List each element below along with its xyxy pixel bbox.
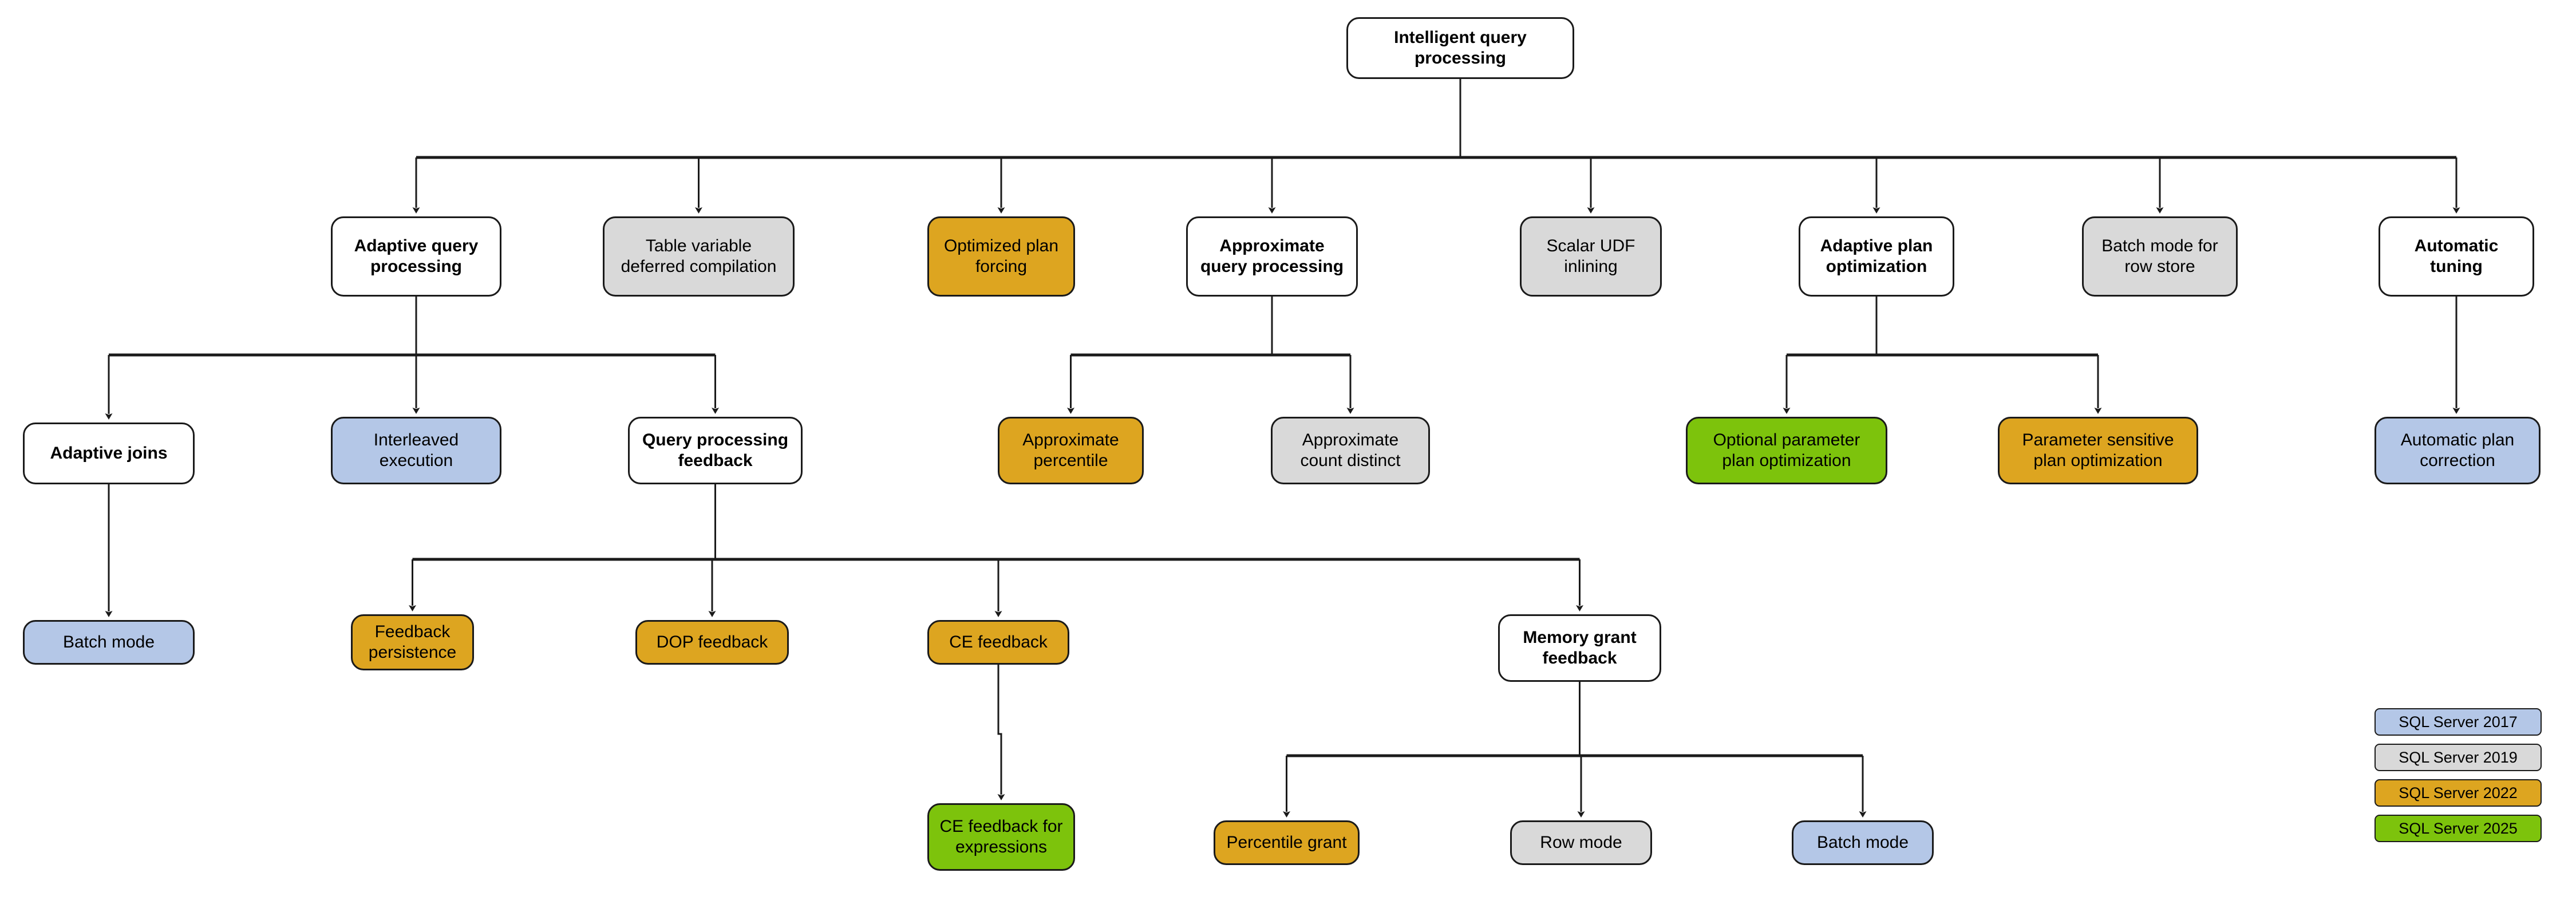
node-label: Table variable deferred compilation: [621, 236, 777, 276]
node-rowmode[interactable]: Row mode: [1510, 820, 1652, 865]
node-approxpct[interactable]: Approximate percentile: [998, 417, 1144, 484]
node-cefeedback[interactable]: CE feedback: [927, 620, 1069, 665]
node-label: Query processing feedback: [642, 431, 789, 470]
node-label: Interleaved execution: [373, 431, 459, 470]
legend-item-label: SQL Server 2019: [2399, 748, 2518, 766]
node-label: Approximate count distinct: [1300, 431, 1401, 470]
node-label: DOP feedback: [656, 633, 768, 652]
node-label: Memory grant feedback: [1523, 628, 1637, 668]
node-label: Optional parameter plan optimization: [1713, 431, 1860, 470]
node-root[interactable]: Intelligent query processing: [1346, 17, 1574, 79]
legend-item-sql-server-2017: SQL Server 2017: [2374, 708, 2542, 736]
node-label: CE feedback: [949, 633, 1048, 652]
node-batchmode1[interactable]: Batch mode: [23, 620, 195, 665]
node-percentilegrant[interactable]: Percentile grant: [1214, 820, 1360, 865]
node-label: Approximate query processing: [1200, 236, 1344, 276]
node-dopfeedback[interactable]: DOP feedback: [635, 620, 789, 665]
node-label: Optimized plan forcing: [943, 236, 1059, 276]
node-fbpersistence[interactable]: Feedback persistence: [351, 614, 474, 670]
node-label: Parameter sensitive plan optimization: [2022, 431, 2174, 470]
node-tvdc[interactable]: Table variable deferred compilation: [603, 216, 795, 297]
connector: [997, 665, 1005, 800]
node-bmrs[interactable]: Batch mode for row store: [2082, 216, 2238, 297]
legend-item-label: SQL Server 2025: [2399, 819, 2518, 837]
node-label: Approximate percentile: [1022, 431, 1119, 470]
node-label: Batch mode: [62, 633, 155, 652]
node-memgrant[interactable]: Memory grant feedback: [1498, 614, 1661, 682]
node-label: Batch mode: [1816, 833, 1909, 852]
node-apc[interactable]: Automatic plan correction: [2374, 417, 2541, 484]
node-opf[interactable]: Optimized plan forcing: [927, 216, 1075, 297]
node-label: Adaptive plan optimization: [1820, 236, 1933, 276]
legend-item-sql-server-2025: SQL Server 2025: [2374, 815, 2542, 842]
node-label: Intelligent query processing: [1394, 28, 1527, 68]
node-label: Batch mode for row store: [2101, 236, 2218, 276]
node-approxcount[interactable]: Approximate count distinct: [1271, 417, 1430, 484]
node-label: Automatic tuning: [2414, 236, 2499, 276]
node-label: Automatic plan correction: [2400, 431, 2515, 470]
node-autotune[interactable]: Automatic tuning: [2379, 216, 2534, 297]
node-interleaved[interactable]: Interleaved execution: [331, 417, 501, 484]
node-cefbexpr[interactable]: CE feedback for expressions: [927, 803, 1075, 871]
node-qpfeedback[interactable]: Query processing feedback: [628, 417, 803, 484]
node-adaptivejoins[interactable]: Adaptive joins: [23, 423, 195, 484]
node-label: Percentile grant: [1226, 833, 1347, 852]
legend-item-label: SQL Server 2017: [2399, 713, 2518, 731]
legend-item-sql-server-2019: SQL Server 2019: [2374, 744, 2542, 771]
node-apq[interactable]: Approximate query processing: [1186, 216, 1358, 297]
node-udf[interactable]: Scalar UDF inlining: [1520, 216, 1662, 297]
node-label: Adaptive joins: [50, 444, 168, 463]
node-label: Scalar UDF inlining: [1546, 236, 1635, 276]
node-label: Adaptive query processing: [354, 236, 479, 276]
node-batchmode2[interactable]: Batch mode: [1792, 820, 1934, 865]
node-label: Row mode: [1540, 833, 1622, 852]
legend-item-label: SQL Server 2022: [2399, 784, 2518, 802]
node-aqp[interactable]: Adaptive query processing: [331, 216, 501, 297]
legend-item-sql-server-2022: SQL Server 2022: [2374, 779, 2542, 807]
node-label: CE feedback for expressions: [939, 817, 1063, 856]
node-label: Feedback persistence: [368, 622, 457, 662]
node-pspo[interactable]: Parameter sensitive plan optimization: [1998, 417, 2198, 484]
node-apo[interactable]: Adaptive plan optimization: [1799, 216, 1954, 297]
node-oppo[interactable]: Optional parameter plan optimization: [1686, 417, 1887, 484]
